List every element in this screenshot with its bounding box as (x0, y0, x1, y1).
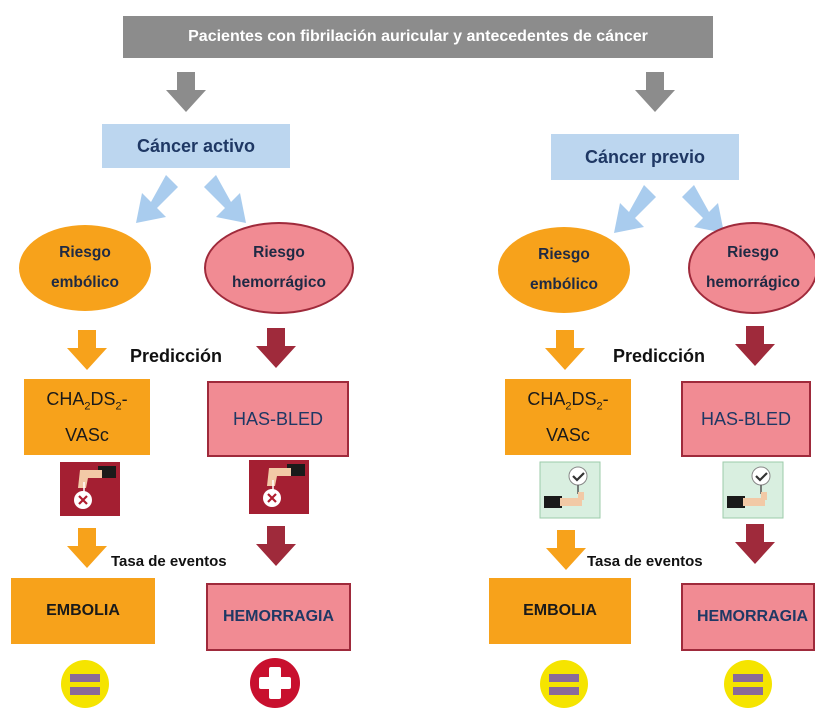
embolism-box: EMBOLIA (489, 578, 631, 644)
has-bled-box: HAS-BLED (207, 381, 349, 457)
embolic-risk-oval: Riesgo embólico (19, 225, 151, 311)
has-bled-label: HAS-BLED (232, 408, 324, 429)
embolic-risk-line2: embólico (529, 276, 599, 293)
split-arrows-icon (136, 175, 246, 223)
equal-icon (540, 660, 588, 708)
hand-check-icon (722, 461, 784, 519)
embolic-risk-oval: Riesgo embólico (498, 227, 630, 313)
cha2ds2-vasc-line1: CHA2DS2- (46, 389, 128, 413)
event-rate-label: Tasa de eventos (587, 553, 703, 570)
cha2ds2-vasc-line2: VASc (65, 424, 109, 445)
hemorrhagic-risk-line2: hemorrágico (706, 274, 800, 291)
equal-icon (724, 660, 772, 708)
hand-check-icon (539, 461, 601, 519)
previous-cancer-label: Cáncer previo (584, 146, 706, 167)
active-cancer-box: Cáncer activo (102, 124, 290, 168)
event-rate-label: Tasa de eventos (111, 553, 227, 570)
plus-icon (250, 658, 300, 708)
split-arrows-icon (614, 185, 724, 233)
cha2ds2-vasc-box: CHA2DS2- VASc (24, 379, 150, 455)
title-box: Pacientes con fibrilación auricular y an… (123, 16, 713, 58)
hemorrhagic-risk-line2: hemorrágico (232, 274, 326, 291)
hemorrhagic-risk-oval: Riesgo hemorrágico (204, 222, 354, 314)
embolism-label: EMBOLIA (523, 602, 597, 619)
hand-x-icon (60, 462, 120, 516)
prediction-label: Predicción (613, 346, 706, 366)
hand-x-icon (249, 460, 309, 514)
has-bled-label: HAS-BLED (700, 408, 792, 429)
cha2ds2-vasc-box: CHA2DS2- VASc (505, 379, 631, 455)
prediction-label: Predicción (130, 346, 223, 366)
embolism-label: EMBOLIA (46, 602, 120, 619)
hemorrhagic-risk-oval: Riesgo hemorrágico (688, 222, 815, 314)
cha2ds2-vasc-line1: CHA2DS2- (527, 389, 609, 413)
has-bled-box: HAS-BLED (681, 381, 811, 457)
embolism-box: EMBOLIA (11, 578, 155, 644)
hemorrhage-box: HEMORRAGIA (681, 583, 815, 651)
hemorrhagic-risk-line1: Riesgo (727, 244, 779, 261)
previous-cancer-box: Cáncer previo (551, 134, 739, 180)
cha2ds2-vasc-line2: VASc (546, 424, 590, 445)
hemorrhage-box: HEMORRAGIA (206, 583, 351, 651)
embolic-risk-line2: embólico (50, 274, 120, 291)
hemorrhagic-risk-line1: Riesgo (253, 244, 305, 261)
equal-icon (61, 660, 109, 708)
hemorrhage-label: HEMORRAGIA (222, 608, 335, 625)
title-text: Pacientes con fibrilación auricular y an… (188, 28, 648, 45)
active-cancer-label: Cáncer activo (136, 135, 256, 156)
hemorrhage-label: HEMORRAGIA (697, 608, 809, 625)
embolic-risk-line1: Riesgo (59, 244, 111, 261)
embolic-risk-line1: Riesgo (538, 246, 590, 263)
